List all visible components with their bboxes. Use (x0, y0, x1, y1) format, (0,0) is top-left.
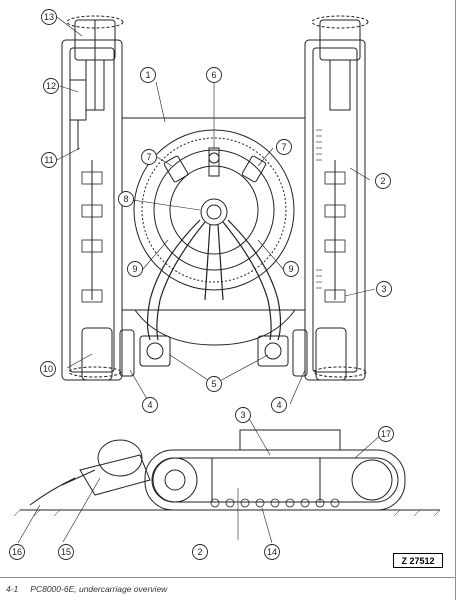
callout-3: 3 (376, 281, 392, 297)
callout-9: 9 (127, 261, 143, 277)
callout-label: 13 (44, 12, 54, 22)
callout-13: 13 (41, 9, 57, 25)
callout-label: 1 (145, 70, 150, 80)
callout-11: 11 (41, 152, 57, 168)
callout-7: 7 (276, 139, 292, 155)
rotary-joint (200, 147, 228, 226)
callout-5: 5 (206, 376, 222, 392)
caption-rule (0, 577, 455, 578)
callout-6: 6 (206, 67, 222, 83)
callout-label: 3 (381, 284, 386, 294)
callout-label: 14 (267, 547, 277, 557)
callout-2: 2 (375, 173, 391, 189)
slewing-ring (133, 129, 295, 291)
callout-label: 9 (132, 264, 137, 274)
callout-8: 8 (118, 191, 134, 207)
caption-text: PC8000-6E, undercarriage overview (30, 584, 168, 594)
callout-label: 7 (146, 152, 151, 162)
callout-15: 15 (58, 544, 74, 560)
callout-label: 16 (12, 547, 22, 557)
hydraulic-hoses (146, 219, 282, 341)
callout-label: 4 (276, 400, 281, 410)
caption-number: 4-1 (6, 584, 19, 594)
left-crawler-frame (61, 39, 123, 381)
right-crawler-frame (304, 39, 366, 381)
sprockets (81, 327, 347, 381)
callout-17: 17 (378, 426, 394, 442)
callout-label: 17 (381, 429, 391, 439)
callout-label: 5 (211, 379, 216, 389)
callout-label: 11 (44, 155, 53, 165)
travel-drives (139, 335, 289, 367)
callout-2: 2 (192, 544, 208, 560)
callout-7: 7 (141, 149, 157, 165)
callout-label: 3 (240, 410, 245, 420)
callout-4: 4 (271, 397, 287, 413)
callout-10: 10 (40, 361, 56, 377)
callout-label: 12 (46, 81, 56, 91)
callout-label: 10 (43, 364, 53, 374)
tension-cylinder (69, 79, 87, 150)
swing-motors (163, 155, 267, 183)
callout-label: 6 (211, 70, 216, 80)
callout-label: 7 (281, 142, 286, 152)
carbody (121, 117, 306, 346)
callout-1: 1 (140, 67, 156, 83)
callout-3: 3 (235, 407, 251, 423)
side-view (13, 429, 441, 517)
callout-label: 2 (197, 547, 202, 557)
callout-label: 4 (147, 400, 152, 410)
callout-label: 8 (123, 194, 128, 204)
figure-caption: 4-1 PC8000-6E, undercarriage overview (6, 584, 167, 594)
reference-code: Z 27512 (393, 553, 443, 568)
callout-9: 9 (283, 261, 299, 277)
callout-12: 12 (43, 78, 59, 94)
callout-4: 4 (142, 397, 158, 413)
page-edge-rule (455, 0, 456, 600)
callout-label: 15 (61, 547, 71, 557)
callout-14: 14 (264, 544, 280, 560)
callout-label: 9 (288, 264, 293, 274)
callout-16: 16 (9, 544, 25, 560)
callout-label: 2 (380, 176, 385, 186)
